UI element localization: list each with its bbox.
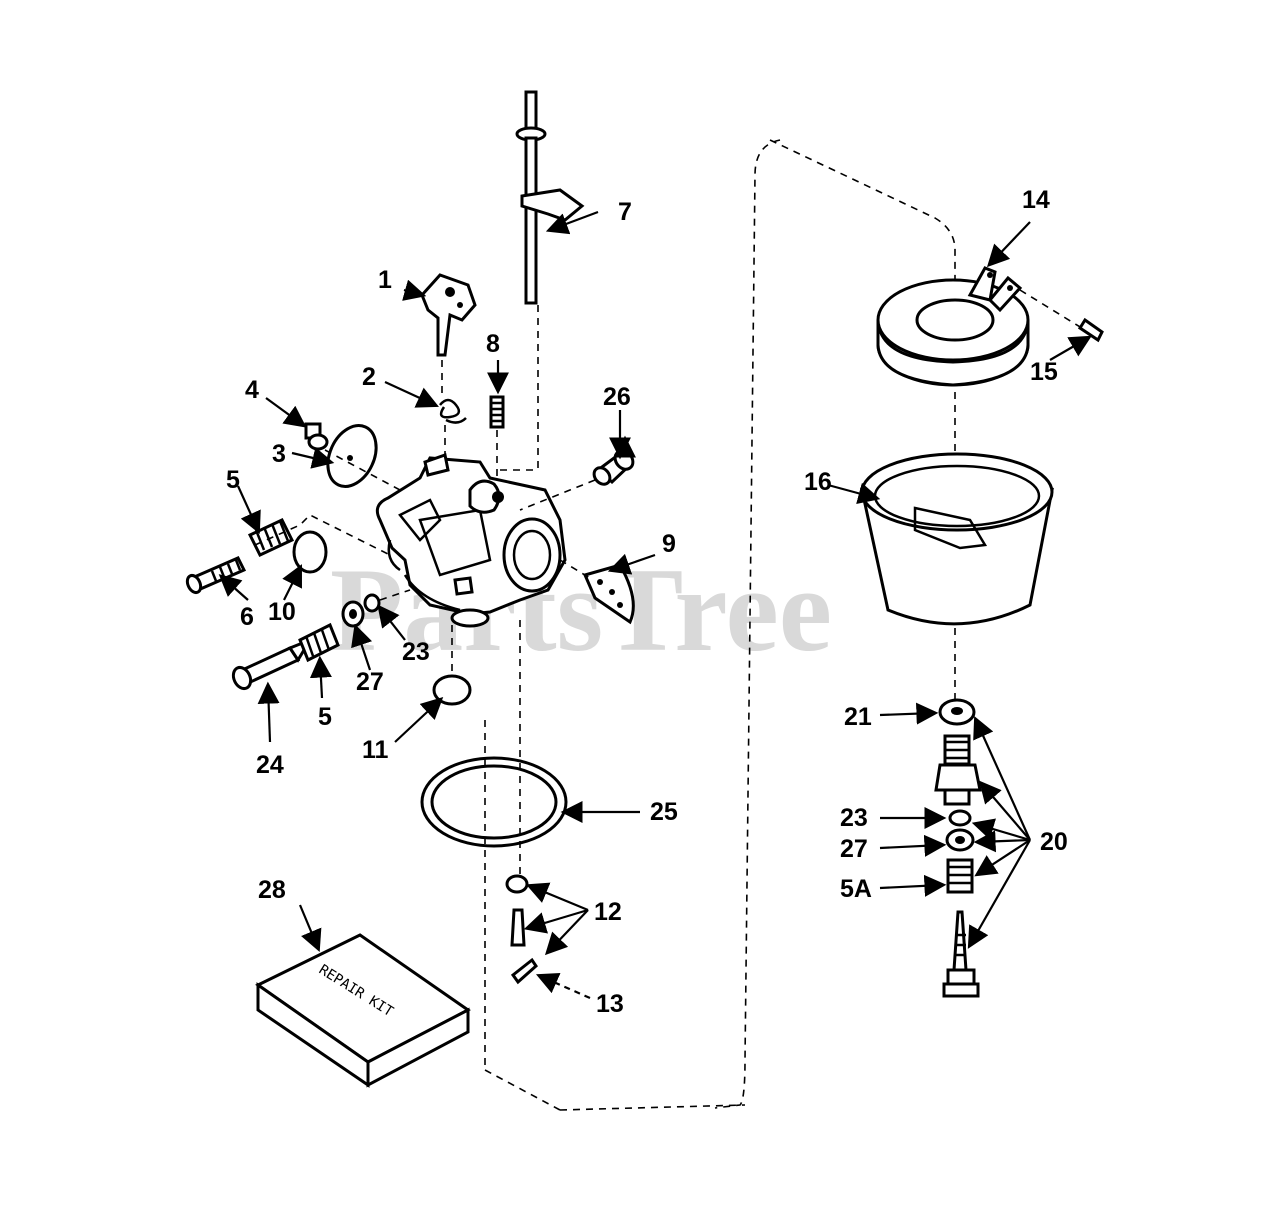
callout-6: 6: [240, 603, 254, 631]
callout-9: 9: [662, 530, 676, 558]
bowl-nut-washer: [938, 698, 976, 726]
assembly-outline: [714, 139, 956, 1109]
idle-screw: [185, 556, 247, 595]
callout-25: 25: [650, 798, 678, 826]
repair-kit: REPAIR KIT: [255, 933, 471, 1088]
packing-washer: [341, 600, 365, 628]
leader-lines: [218, 210, 1092, 1000]
callout-28: 28: [258, 876, 286, 904]
callout-12: 12: [594, 898, 622, 926]
welch-plug: [292, 530, 328, 574]
callout-14: 14: [1022, 186, 1050, 214]
callout-11: 11: [362, 736, 389, 764]
float-bowl: [859, 452, 1054, 626]
callout-3: 3: [272, 440, 286, 468]
callout-23-left: 23: [402, 638, 430, 666]
fuel-inlet-fitting: [592, 449, 635, 486]
float: [876, 266, 1030, 387]
throttle-spring: [439, 398, 467, 424]
o-ring-right: [948, 809, 972, 827]
callout-27-left: 27: [356, 668, 384, 696]
o-ring: [363, 593, 381, 613]
packing-washer-right: [945, 828, 975, 852]
callout-21: 21: [844, 703, 872, 731]
choke-plate: [326, 424, 378, 488]
callout-20: 20: [1040, 828, 1068, 856]
spring-right: [946, 858, 974, 894]
callout-15: 15: [1030, 358, 1058, 386]
needle-spring: [298, 622, 340, 663]
callout-16: 16: [804, 468, 832, 496]
choke-plate-screw: [304, 422, 329, 451]
callout-5A: 5A: [840, 875, 872, 903]
float-hinge-parts: [505, 874, 538, 985]
callout-4: 4: [245, 376, 259, 404]
callout-13: 13: [596, 990, 624, 1018]
main-needle: [231, 636, 314, 691]
choke-shaft: [515, 90, 585, 305]
float-pin: [1077, 317, 1104, 343]
carburetor-body: [375, 453, 567, 628]
bowl-gasket: [420, 756, 568, 848]
callout-10: 10: [268, 598, 296, 626]
callout-8: 8: [486, 330, 500, 358]
callout-5-upper: 5: [226, 466, 240, 494]
callout-7: 7: [618, 198, 632, 226]
callout-1: 1: [378, 266, 392, 294]
throttle-lever: [420, 273, 477, 357]
callout-26: 26: [603, 383, 631, 411]
callout-23-right: 23: [840, 804, 868, 832]
bowl-nut: [934, 734, 982, 806]
main-adjust-needle: [942, 910, 980, 998]
callout-27-right: 27: [840, 835, 868, 863]
throttle-stop-screw: [489, 395, 505, 429]
callout-5-lower: 5: [318, 703, 332, 731]
callout-24: 24: [256, 751, 284, 779]
callout-labels: 7 1 8 2 4 26 3 5 9 6 10 23 27 5 11 24 25…: [226, 186, 1068, 1018]
callout-2: 2: [362, 363, 376, 391]
